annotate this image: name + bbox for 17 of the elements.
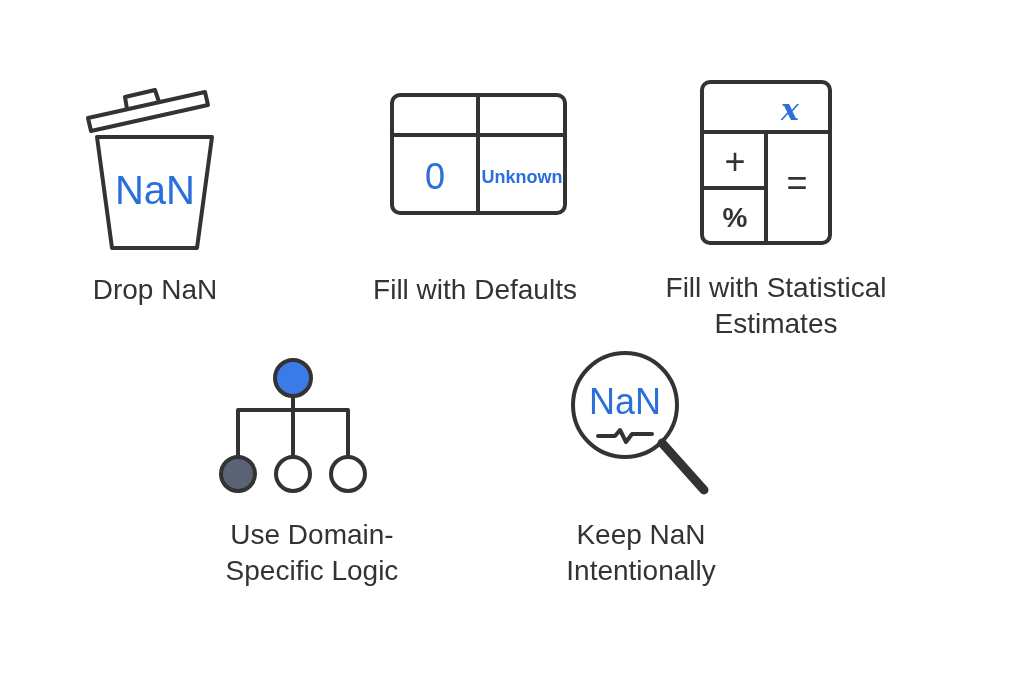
- math-symbol: =: [786, 165, 808, 201]
- node-label: Fill with Defaults: [372, 273, 578, 307]
- trash-can-drawing: [85, 85, 215, 250]
- node-label: Drop NaN: [91, 273, 219, 307]
- table-drawing: [390, 93, 567, 215]
- node-label: Keep NaN Intentionally: [565, 518, 717, 588]
- hierarchy-tree-drawing: [218, 358, 368, 495]
- node-label: Use Domain-Specific Logic: [224, 518, 400, 588]
- math-symbol: x: [781, 95, 799, 125]
- math-symbol: %: [722, 204, 748, 232]
- math-symbol: +: [724, 144, 746, 180]
- calculator-drawing: [700, 80, 832, 245]
- cell-value: Unknown: [481, 168, 563, 186]
- node-label: Fill with Statistical Estimates: [664, 271, 888, 341]
- node-text: NaN: [589, 384, 661, 420]
- node-text: NaN: [115, 170, 195, 210]
- cell-value: 0: [425, 159, 445, 195]
